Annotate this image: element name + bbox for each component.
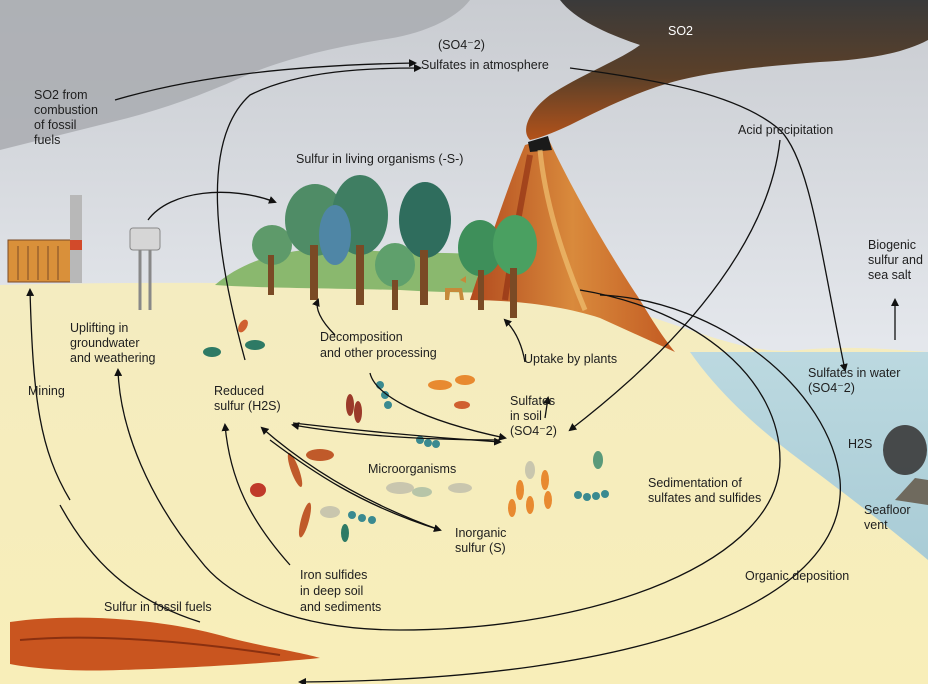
acid-precipitation-label: Acid precipitation [738,123,833,138]
so2-combustion-label-3: of fossil [34,118,76,133]
so2-volcano-label: SO2 [668,24,693,39]
uplifting-label-1: Uplifting in [70,321,128,336]
living-organisms-label: Sulfur in living organisms (-S-) [296,152,463,167]
uplifting-label-3: and weathering [70,351,155,366]
mining-label: Mining [28,384,65,399]
inorganic-sulfur-label-1: Inorganic [455,526,506,541]
microorganisms-label: Microorganisms [368,462,456,477]
iron-sulfides-label-1: Iron sulfides [300,568,367,583]
sulfates-soil-label-3: (SO4⁻2) [510,424,557,439]
decomposition-label-2: and other processing [320,346,437,361]
biogenic-label-2: sulfur and [868,253,923,268]
sulfates-atmosphere-label: Sulfates in atmosphere [421,58,549,73]
biogenic-label-1: Biogenic [868,238,916,253]
fossil-fuels-label: Sulfur in fossil fuels [104,600,212,615]
sulfates-soil-label-1: Sulfates [510,394,555,409]
so2-combustion-label-4: fuels [34,133,60,148]
so2-combustion-label-1: SO2 from [34,88,88,103]
iron-sulfides-label-2: in deep soil [300,584,363,599]
organic-deposition-label: Organic deposition [745,569,849,584]
seafloor-vent-label-1: Seafloor [864,503,911,518]
reduced-sulfur-label-1: Reduced [214,384,264,399]
h2s-vent-label: H2S [848,437,872,452]
sedimentation-label-1: Sedimentation of [648,476,742,491]
so2-combustion-label-2: combustion [34,103,98,118]
sulfates-water-label-1: Sulfates in water [808,366,900,381]
seafloor-vent-label-2: vent [864,518,888,533]
reduced-sulfur-label-2: sulfur (H2S) [214,399,281,414]
sulfates-soil-label-2: in soil [510,409,542,424]
sedimentation-label-2: sulfates and sulfides [648,491,761,506]
inorganic-sulfur-label-2: sulfur (S) [455,541,506,556]
vent-plume [883,425,927,475]
sulfates-water-label-2: (SO4⁻2) [808,381,855,396]
decomposition-label-1: Decomposition [320,330,403,345]
uptake-label: Uptake by plants [524,352,617,367]
uplifting-label-2: groundwater [70,336,140,351]
sulfate-formula-label: (SO4⁻2) [438,38,485,53]
iron-sulfides-label-3: and sediments [300,600,381,615]
biogenic-label-3: sea salt [868,268,911,283]
